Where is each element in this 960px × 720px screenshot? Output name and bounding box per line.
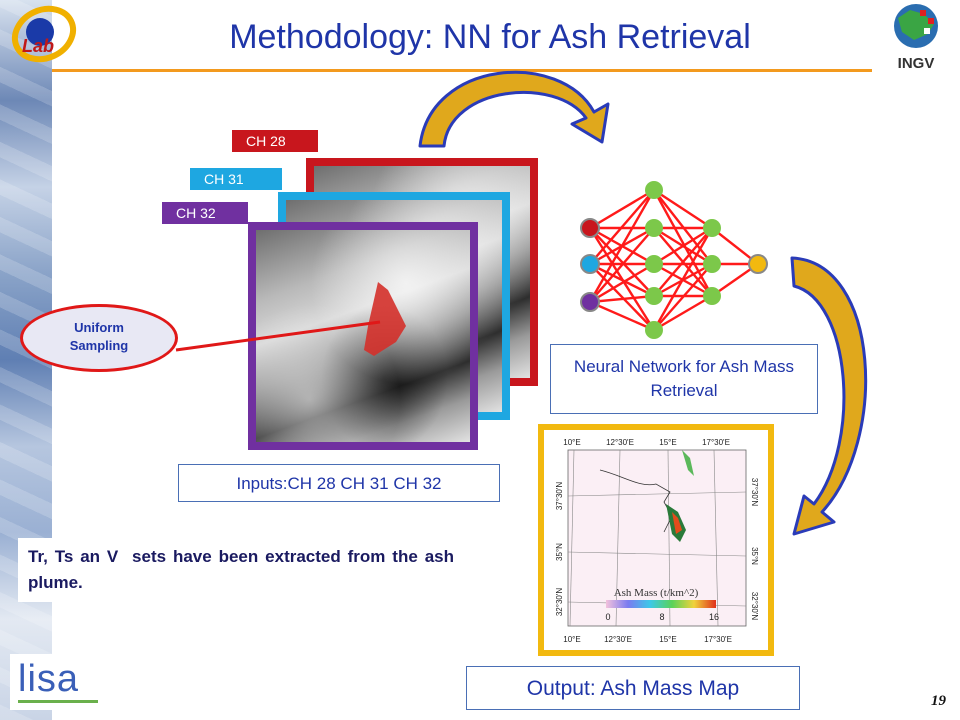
inputs-caption: Inputs:CH 28 CH 31 CH 32 [178,464,500,502]
map-bottom-tick: 17°30'E [704,635,732,644]
lisa-logo-underline [18,700,98,703]
nn-hidden-node [645,287,663,305]
channel-image-ch32 [248,222,478,450]
eo-lab-logo: Lab [11,5,77,63]
map-right-tick: 35°N [750,547,759,565]
channel-label-ch31: CH 31 [190,168,282,190]
page-title: Methodology: NN for Ash Retrieval [229,18,751,56]
colorbar-tick: 0 [605,612,610,622]
ash-mass-map-graphic: 10°E 12°30'E 15°E 17°30'E 10°E 12°30'E 1… [555,438,759,644]
nn-hidden-node [645,255,663,273]
map-top-tick: 15°E [659,438,676,447]
nn-hidden-node [703,255,721,273]
nn-input-node [580,218,600,238]
arrow-inputs-to-network [418,70,610,148]
output-caption: Output: Ash Mass Map [466,666,800,710]
title-underline [52,69,872,72]
colorbar-tick: 16 [709,612,719,622]
nn-hidden-node [645,321,663,339]
map-right-tick: 37°30'N [750,478,759,507]
colorbar-tick: 8 [659,612,664,622]
map-left-tick: 37°30'N [555,482,564,511]
colorbar-title: Ash Mass (t/km^2) [614,587,699,599]
channel-label-ch32: CH 32 [162,202,248,224]
map-right-tick: 32°30'N [750,592,759,621]
ash-mass-map: 10°E 12°30'E 15°E 17°30'E 10°E 12°30'E 1… [538,424,774,656]
map-bottom-tick: 10°E [563,635,580,644]
map-bottom-tick: 15°E [659,635,676,644]
map-top-tick: 12°30'E [606,438,634,447]
nn-hidden-node [703,219,721,237]
nn-caption: Neural Network for Ash Mass Retrieval [550,344,818,414]
nn-hidden-node [645,181,663,199]
neural-network-diagram [580,181,768,339]
channel-label-ch28: CH 28 [232,130,318,152]
ash-plume-overlay [364,282,406,356]
page-number: 19 [931,693,946,709]
colorbar [606,600,716,608]
uniform-sampling-ellipse: Uniform Sampling [20,304,178,372]
map-bottom-tick: 12°30'E [604,635,632,644]
nn-hidden-node [703,287,721,305]
lisa-logo-text: lisa [18,658,80,700]
ingv-logo: INGV [894,4,938,72]
ingv-logo-text: INGV [898,55,935,72]
nn-hidden-node [645,219,663,237]
map-top-tick: 10°E [563,438,580,447]
note-box: Tr, Ts an V sets have been extracted fro… [18,538,464,602]
nn-input-node [580,254,600,274]
note-text: Tr, Ts an V sets have been extracted fro… [28,547,459,592]
lab-logo-text: Lab [22,36,54,56]
map-top-tick: 17°30'E [702,438,730,447]
uniform-sampling-label: Uniform Sampling [69,320,129,353]
nn-output-node [748,254,768,274]
map-left-tick: 32°30'N [555,588,564,617]
nn-input-node [580,292,600,312]
lisa-logo: lisa [10,654,104,710]
map-left-tick: 35°N [555,543,564,561]
